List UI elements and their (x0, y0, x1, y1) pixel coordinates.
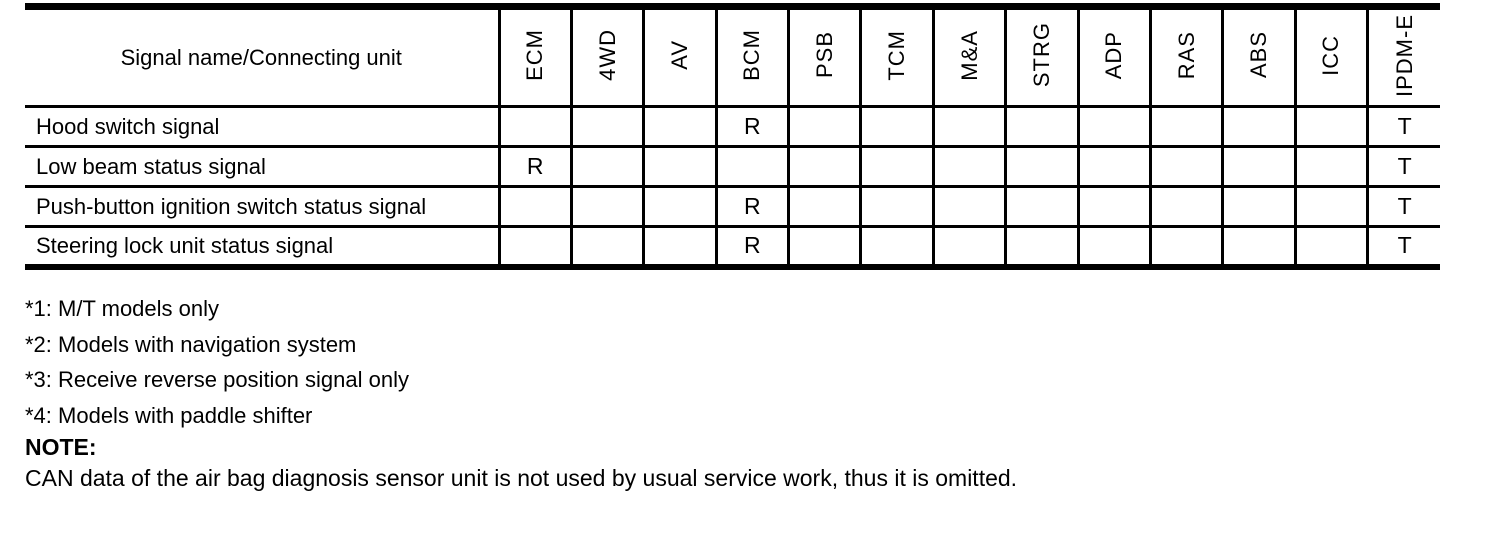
matrix-cell (931, 185, 1008, 228)
matrix-cell (1004, 145, 1080, 188)
matrix-cell (569, 225, 646, 267)
matrix-cell (787, 145, 863, 188)
table-header-label: Signal name/Connecting unit (25, 6, 501, 108)
column-header-4wd: 4WD (569, 6, 646, 108)
footnotes: *1: M/T models only *2: Models with navi… (25, 291, 409, 433)
matrix-cell (1004, 225, 1080, 267)
matrix-cell: T (1366, 225, 1441, 267)
matrix-cell (1293, 225, 1370, 267)
row-label: Push-button ignition switch status signa… (25, 185, 501, 228)
matrix-cell (1149, 225, 1225, 267)
matrix-cell (714, 145, 791, 188)
matrix-cell (931, 105, 1008, 148)
matrix-cell: R (497, 145, 573, 188)
matrix-cell (1293, 185, 1370, 228)
column-header-bcm: BCM (714, 6, 791, 108)
row-label: Low beam status signal (25, 145, 501, 188)
note-label: NOTE: (25, 434, 97, 460)
matrix-cell (1221, 145, 1297, 188)
matrix-cell (1004, 185, 1080, 228)
matrix-cell (1076, 145, 1153, 188)
matrix-cell (569, 105, 646, 148)
matrix-cell (1293, 145, 1370, 188)
matrix-cell (1076, 105, 1153, 148)
column-header-bcm-label: BCM (739, 29, 765, 81)
matrix-cell (642, 145, 718, 188)
column-header-tcm: TCM (859, 6, 935, 108)
column-header-tcm-label: TCM (884, 29, 910, 81)
column-header-abs-label: ABS (1246, 31, 1272, 79)
table-row-low-beam: Low beam status signal R T (25, 145, 1441, 188)
column-header-ras: RAS (1149, 6, 1225, 108)
matrix-cell (1076, 185, 1153, 228)
column-header-psb-label: PSB (811, 31, 837, 79)
matrix-cell (1221, 225, 1297, 267)
column-header-4wd-label: 4WD (594, 29, 620, 81)
footnote-1: *1: M/T models only (25, 296, 220, 321)
matrix-cell (1076, 225, 1153, 267)
matrix-cell (1004, 105, 1080, 148)
signal-matrix-table: Signal name/Connecting unit ECM 4WD AV B… (25, 3, 1441, 270)
matrix-cell (787, 105, 863, 148)
matrix-cell (859, 145, 935, 188)
row-label: Steering lock unit status signal (25, 225, 501, 267)
matrix-cell (1149, 145, 1225, 188)
matrix-cell: R (714, 185, 791, 228)
column-header-icc: ICC (1293, 6, 1370, 108)
row-label: Hood switch signal (25, 105, 501, 148)
footnote-3: *3: Receive reverse position signal only (25, 367, 409, 392)
matrix-cell: T (1366, 185, 1441, 228)
matrix-cell (931, 145, 1008, 188)
matrix-cell (497, 105, 573, 148)
matrix-cell: R (714, 105, 791, 148)
header-row: Signal name/Connecting unit ECM 4WD AV B… (25, 6, 1441, 108)
footnote-2: *2: Models with navigation system (25, 331, 357, 357)
column-header-adp-label: ADP (1101, 30, 1127, 80)
table-row-steering-lock: Steering lock unit status signal R T (25, 225, 1441, 267)
note-block: NOTE: CAN data of the air bag diagnosis … (25, 432, 1017, 494)
column-header-ipdm-e: IPDM-E (1366, 6, 1441, 108)
matrix-cell (859, 185, 935, 228)
column-header-ecm-label: ECM (522, 29, 548, 81)
table-row-hood-switch: Hood switch signal R T (25, 105, 1441, 148)
matrix-cell (1149, 185, 1225, 228)
matrix-cell (569, 145, 646, 188)
matrix-cell (642, 225, 718, 267)
column-header-av: AV (642, 6, 718, 108)
column-header-ma: M&A (931, 6, 1008, 108)
column-header-ma-label: M&A (956, 29, 982, 81)
column-header-ras-label: RAS (1173, 30, 1199, 80)
matrix-cell: T (1366, 105, 1441, 148)
matrix-cell (642, 185, 718, 228)
matrix-cell (1221, 105, 1297, 148)
column-header-av-label: AV (666, 40, 692, 70)
column-header-ipdm-e-label: IPDM-E (1391, 13, 1417, 97)
matrix-cell (642, 105, 718, 148)
column-header-adp: ADP (1076, 6, 1153, 108)
column-header-strg: STRG (1004, 6, 1080, 108)
matrix-cell (931, 225, 1008, 267)
matrix-cell (1221, 185, 1297, 228)
matrix-cell (497, 225, 573, 267)
matrix-cell (787, 185, 863, 228)
footnote-4: *4: Models with paddle shifter (25, 402, 313, 428)
matrix-cell (569, 185, 646, 228)
matrix-cell (859, 225, 935, 267)
matrix-cell (497, 185, 573, 228)
matrix-cell: R (714, 225, 791, 267)
matrix-cell (787, 225, 863, 267)
matrix-cell (1149, 105, 1225, 148)
matrix-cell: T (1366, 145, 1441, 188)
table-row-push-button-ignition: Push-button ignition switch status signa… (25, 185, 1441, 228)
column-header-psb: PSB (787, 6, 863, 108)
column-header-abs: ABS (1221, 6, 1297, 108)
column-header-strg-label: STRG (1028, 22, 1054, 88)
column-header-ecm: ECM (497, 6, 573, 108)
note-text: CAN data of the air bag diagnosis sensor… (25, 465, 1018, 491)
matrix-cell (1293, 105, 1370, 148)
matrix-cell (859, 105, 935, 148)
column-header-icc-label: ICC (1318, 34, 1344, 76)
